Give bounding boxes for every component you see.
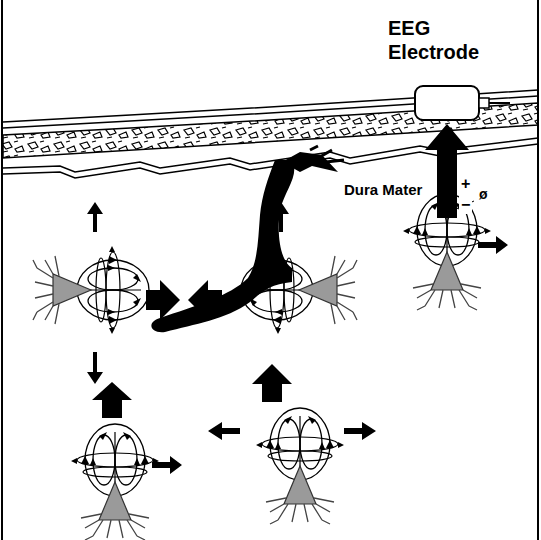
electrode-label: EEG Electrode [388, 16, 498, 64]
tissue-label: Dura Mater [342, 181, 424, 199]
angle-symbol: ø [477, 186, 490, 203]
polarity-sign: + [459, 174, 472, 193]
polarity-sign: − [459, 195, 472, 214]
